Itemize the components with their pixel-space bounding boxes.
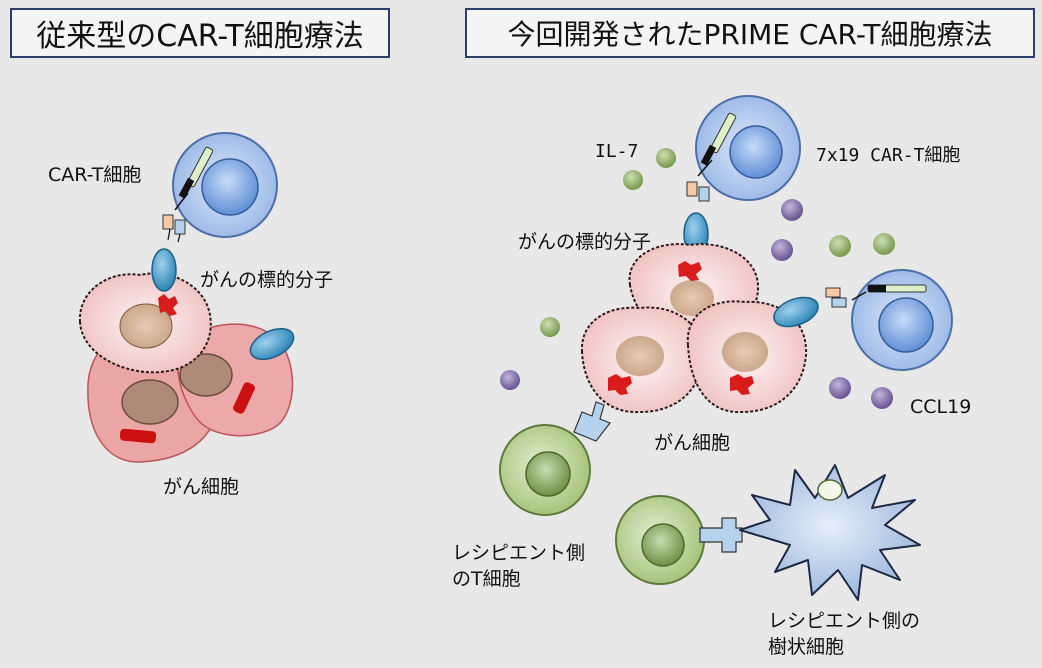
label-target-molecule-left: がんの標的分子	[200, 269, 334, 291]
recipient-t-cell	[499, 401, 611, 516]
il7-molecules	[540, 148, 895, 337]
label-cancer-cell-right: がん細胞	[654, 432, 731, 454]
car-receptor-left	[162, 146, 214, 243]
target-molecule-left-2	[249, 327, 295, 361]
label-recipient-t-cell-line2: のT細胞	[452, 568, 521, 590]
left-target-cancer-cell	[78, 272, 212, 374]
right-cancer-cluster	[580, 243, 808, 414]
ccl19-molecules	[500, 199, 893, 409]
label-cancer-cell-left: がん細胞	[163, 476, 240, 498]
label-car-t-cell: CAR-T細胞	[48, 164, 142, 186]
label-recipient-dc-line1: レシピエント側の	[768, 610, 921, 632]
label-il7: IL-7	[595, 141, 639, 162]
right-car-t-cell-side	[825, 269, 953, 371]
target-molecule-left-1	[151, 248, 177, 292]
left-panel-title: 従来型のCAR-T細胞療法	[10, 8, 390, 58]
label-recipient-t-cell-line1: レシピエント側	[452, 542, 586, 564]
right-panel-title: 今回開発されたPRIME CAR-T細胞療法	[465, 8, 1035, 58]
label-7x19-car-t-cell: 7x19 CAR-T細胞	[816, 145, 961, 166]
left-car-t-cell	[162, 132, 278, 243]
target-molecule-right-2	[773, 296, 819, 328]
label-target-molecule-right: がんの標的分子	[518, 231, 652, 253]
recipient-dendritic-cell	[739, 464, 921, 601]
recipient-t-cell-2	[615, 495, 743, 585]
label-recipient-dendritic-cell: レシピエント側の 樹状細胞	[768, 608, 920, 660]
label-ccl19: CCL19	[910, 396, 972, 418]
label-recipient-dc-line2: 樹状細胞	[768, 636, 845, 658]
label-recipient-t-cell: レシピエント側 のT細胞	[452, 540, 585, 592]
right-car-t-cell-top	[686, 95, 801, 202]
